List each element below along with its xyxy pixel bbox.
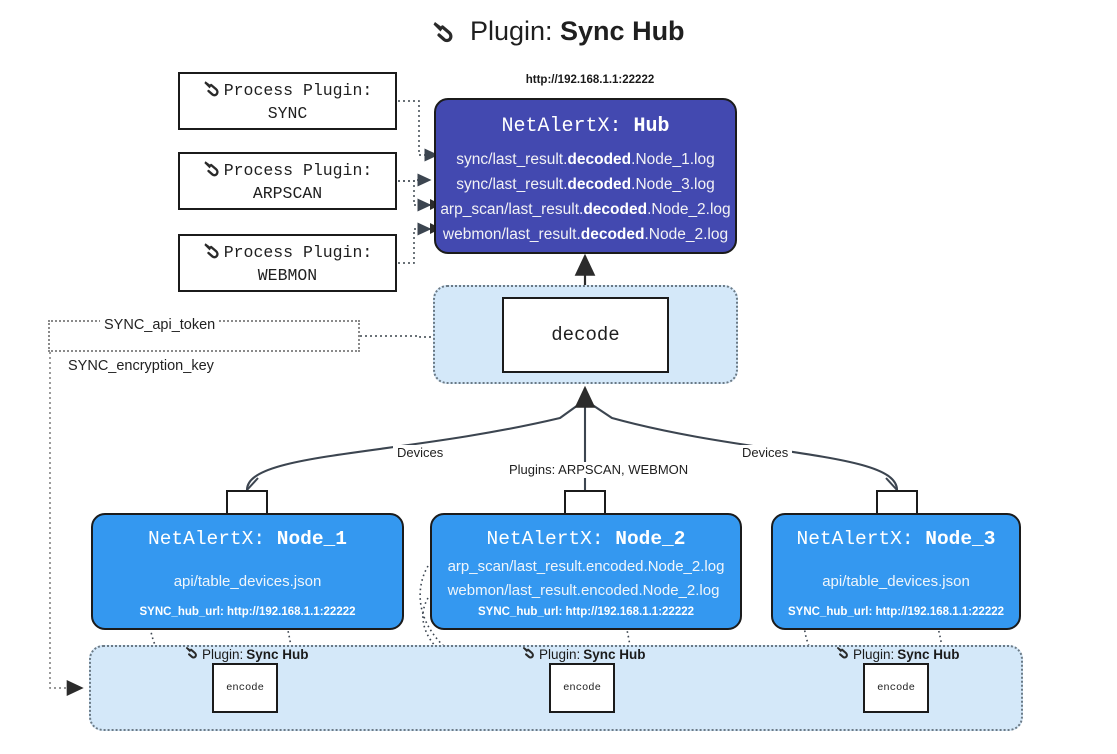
page-title: Plugin: Sync Hub <box>0 14 1117 51</box>
bottom-plugin-prefix: Plugin: <box>853 646 895 662</box>
encode-box-2[interactable]: encode <box>549 663 615 713</box>
bottom-plugin-name: Sync Hub <box>583 646 646 662</box>
edge-label-devices-left: Devices <box>393 445 448 461</box>
page-title-prefix: Plugin: <box>469 16 553 46</box>
process-plugin-line2: SYNC <box>267 103 308 123</box>
node-title-prefix: NetAlertX: <box>148 528 266 550</box>
page-title-name: Sync Hub <box>560 16 685 46</box>
process-plugin-box-arpscan[interactable]: Process Plugin: ARPSCAN <box>178 152 397 210</box>
log-post: .Node_2.log <box>647 201 731 218</box>
hub-title: NetAlertX: Hub <box>436 114 735 140</box>
bottom-plugin-label-3: Plugin: Sync Hub <box>836 645 960 663</box>
node-title-name: Node_2 <box>615 528 686 550</box>
log-em: decoded <box>580 226 645 243</box>
sync-encryption-key-label: SYNC_encryption_key <box>64 357 218 375</box>
log-em: decoded <box>583 201 648 218</box>
node-line: webmon/last_result.encoded.Node_2.log <box>447 582 720 599</box>
bottom-plugin-name: Sync Hub <box>897 646 960 662</box>
node-box-node-3[interactable]: NetAlertX: Node_3 api/table_devices.json… <box>771 513 1021 630</box>
log-em: decoded <box>567 176 632 193</box>
bottom-plugin-prefix: Plugin: <box>539 646 581 662</box>
node-title-name: Node_3 <box>925 528 996 550</box>
log-pre: webmon/last_result. <box>442 226 581 243</box>
log-post: .Node_2.log <box>644 226 729 243</box>
hub-box[interactable]: NetAlertX: Hub sync/last_result.decoded.… <box>434 98 737 254</box>
hub-title-prefix: NetAlertX: <box>501 115 622 138</box>
edge-label-plugins: Plugins: ARPSCAN, WEBMON <box>505 462 693 478</box>
node-line-group: arp_scan/last_result.encoded.Node_2.log … <box>448 555 725 603</box>
node-line: arp_scan/last_result.encoded.Node_2.log <box>447 558 725 575</box>
hub-log-list: sync/last_result.decoded.Node_1.log sync… <box>436 147 735 247</box>
node-title-prefix: NetAlertX: <box>796 528 914 550</box>
plug-icon <box>522 645 537 663</box>
bottom-plugin-label-1: Plugin: Sync Hub <box>185 645 309 663</box>
bottom-plugin-label-2: Plugin: Sync Hub <box>522 645 646 663</box>
hub-log-line: arp_scan/last_result.decoded.Node_2.log <box>436 197 735 222</box>
plug-icon <box>203 241 223 265</box>
bottom-plugin-name: Sync Hub <box>246 646 309 662</box>
hub-url-label: http://192.168.1.1:22222 <box>525 74 655 86</box>
hub-title-name: Hub <box>633 115 670 138</box>
node-title: NetAlertX: Node_2 <box>487 527 686 551</box>
plug-icon <box>203 79 223 103</box>
log-em: decoded <box>567 151 632 168</box>
encode-box-3[interactable]: encode <box>863 663 929 713</box>
process-plugin-line1: Process Plugin: <box>223 81 373 100</box>
log-pre: sync/last_result. <box>456 176 568 193</box>
process-plugin-line1: Process Plugin: <box>223 161 373 180</box>
node-hub-url: SYNC_hub_url: http://192.168.1.1:22222 <box>787 606 1005 618</box>
hub-log-line: sync/last_result.decoded.Node_3.log <box>436 172 735 197</box>
plug-icon <box>432 17 458 51</box>
node-box-node-2[interactable]: NetAlertX: Node_2 arp_scan/last_result.e… <box>430 513 742 630</box>
edge-label-devices-right: Devices <box>738 445 793 461</box>
node-title-prefix: NetAlertX: <box>486 528 604 550</box>
encode-box-1[interactable]: encode <box>212 663 278 713</box>
plug-icon <box>185 645 200 663</box>
sync-api-token-label: SYNC_api_token <box>100 316 220 334</box>
log-post: .Node_1.log <box>631 151 715 168</box>
process-plugin-box-sync[interactable]: Process Plugin: SYNC <box>178 72 397 130</box>
log-post: .Node_3.log <box>631 176 715 193</box>
node-line: api/table_devices.json <box>173 573 322 590</box>
decode-box[interactable]: decode <box>502 297 669 373</box>
node-hub-url: SYNC_hub_url: http://192.168.1.1:22222 <box>139 606 356 618</box>
bottom-plugin-prefix: Plugin: <box>202 646 244 662</box>
plug-icon <box>836 645 851 663</box>
process-plugin-line2: ARPSCAN <box>252 183 323 203</box>
plug-icon <box>203 159 223 183</box>
process-plugin-box-webmon[interactable]: Process Plugin: WEBMON <box>178 234 397 292</box>
node-title: NetAlertX: Node_3 <box>797 527 996 551</box>
hub-log-line: sync/last_result.decoded.Node_1.log <box>436 147 735 172</box>
log-pre: arp_scan/last_result. <box>440 201 584 218</box>
node-title: NetAlertX: Node_1 <box>148 527 347 551</box>
node-line: api/table_devices.json <box>822 573 970 590</box>
node-title-name: Node_1 <box>276 528 347 550</box>
node-box-node-1[interactable]: NetAlertX: Node_1 api/table_devices.json… <box>91 513 404 630</box>
process-plugin-line1: Process Plugin: <box>223 243 373 262</box>
node-hub-url: SYNC_hub_url: http://192.168.1.1:22222 <box>477 606 695 618</box>
process-plugin-line2: WEBMON <box>257 265 318 285</box>
hub-log-line: webmon/last_result.decoded.Node_2.log <box>436 222 735 247</box>
log-pre: sync/last_result. <box>456 151 568 168</box>
